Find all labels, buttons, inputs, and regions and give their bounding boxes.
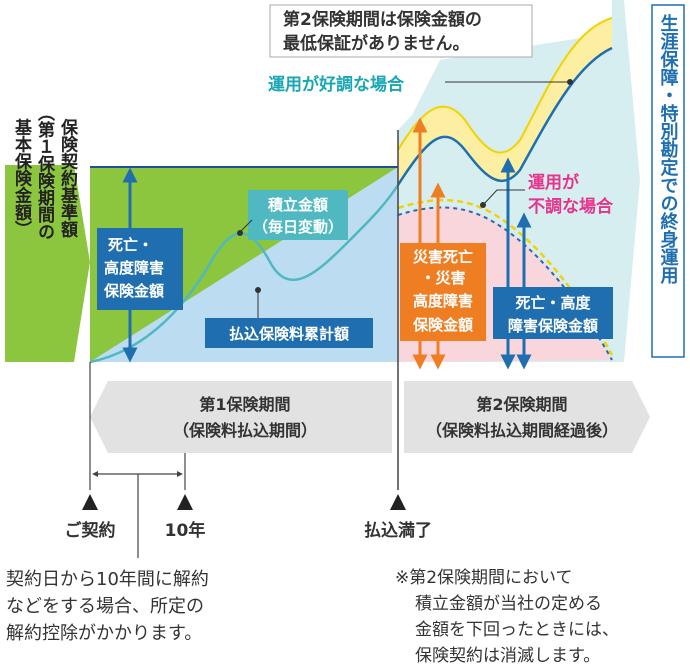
period2-band (404, 381, 650, 453)
premium-total-box (205, 318, 373, 348)
bad-case-label-line1: 運用が (528, 172, 579, 193)
period1-band (90, 381, 392, 453)
left-label-col3: 基本保険金額） (11, 117, 33, 237)
bottom-right-line2: 積立金額が当社の定める (415, 594, 602, 614)
milestone-payin-complete: 払込満了 (364, 520, 432, 541)
contract-marker-icon (82, 494, 98, 510)
bottom-right-line3: 金額を下回ったときには、 (415, 620, 619, 640)
bottom-left-line3: 解約控除がかかります。 (6, 623, 202, 644)
accumulated-label-box (248, 190, 348, 240)
accident-benefit-line4: 保険金額 (412, 316, 473, 334)
top-note-line2: 最低保証がありません。 (283, 33, 470, 54)
period2-title: 第2保険期間 (476, 395, 567, 414)
death-benefit-p2-line2: 障害保険金額 (508, 317, 598, 335)
good-case-line-accum (396, 46, 613, 186)
accident-benefit-line3: 高度障害 (413, 292, 473, 310)
good-case-dot (567, 79, 573, 85)
accident-benefit-line1: 災害死亡 (413, 248, 473, 266)
death-benefit-line2: 高度障害 (104, 259, 164, 277)
left-label-box (5, 165, 90, 362)
death-benefit-p2-line1: 死亡・高度 (515, 294, 591, 312)
accumulated-line2: （毎日変動） (253, 218, 343, 236)
death-benefit-box (97, 228, 183, 310)
accumulated-dot (237, 230, 243, 236)
accumulated-amount-curve (89, 184, 400, 364)
top-note-box (269, 4, 533, 58)
milestone-10years: 10年 (165, 520, 206, 541)
death-benefit-line1: 死亡・ (108, 236, 153, 254)
period1-subtitle: （保険料払込期間） (173, 421, 317, 440)
bad-case-label-line2: 不調な場合 (528, 196, 614, 217)
ten-year-marker-icon (177, 494, 193, 510)
period1-title: 第1保険期間 (199, 395, 290, 414)
left-label-col2: （第１保険期間の (34, 104, 56, 240)
bad-case-leader (482, 189, 525, 206)
accident-benefit-line2: ・災害 (420, 269, 465, 287)
premium-total-label: 払込保険料累計額 (229, 325, 349, 343)
bottom-left-line2: などをする場合、所定の (6, 596, 204, 617)
left-label-col1: 保険契約基準額 (57, 117, 79, 238)
bottom-left-line1: 契約日から10年間に解約 (6, 569, 209, 590)
bottom-right-line4: 保険契約は消滅します。 (415, 646, 600, 666)
premium-dot (255, 287, 261, 293)
death-benefit-p2-box (493, 287, 613, 339)
right-arrow-shape (612, 0, 640, 362)
bottom-right-line1: ※第2保険期間において (395, 568, 573, 588)
accumulated-line1: 積立金額 (267, 196, 328, 214)
bad-case-dot (480, 202, 486, 208)
good-case-line-top (397, 17, 613, 154)
milestone-contract: ご契約 (65, 520, 116, 541)
period2-subtitle: （保険料払込期間経過後） (426, 421, 618, 440)
top-note-line1: 第2保険期間は保険金額の (283, 9, 482, 30)
accumulated-leader (239, 219, 253, 233)
good-case-band (398, 18, 612, 185)
accident-benefit-box (400, 243, 486, 341)
payin-marker-icon (390, 494, 406, 510)
right-label: 生涯保障・特別勘定での終身運用 (658, 13, 680, 285)
death-benefit-line3: 保険金額 (103, 282, 164, 300)
right-label-box (651, 4, 685, 358)
good-case-label: 運用が好調な場合 (268, 74, 405, 95)
